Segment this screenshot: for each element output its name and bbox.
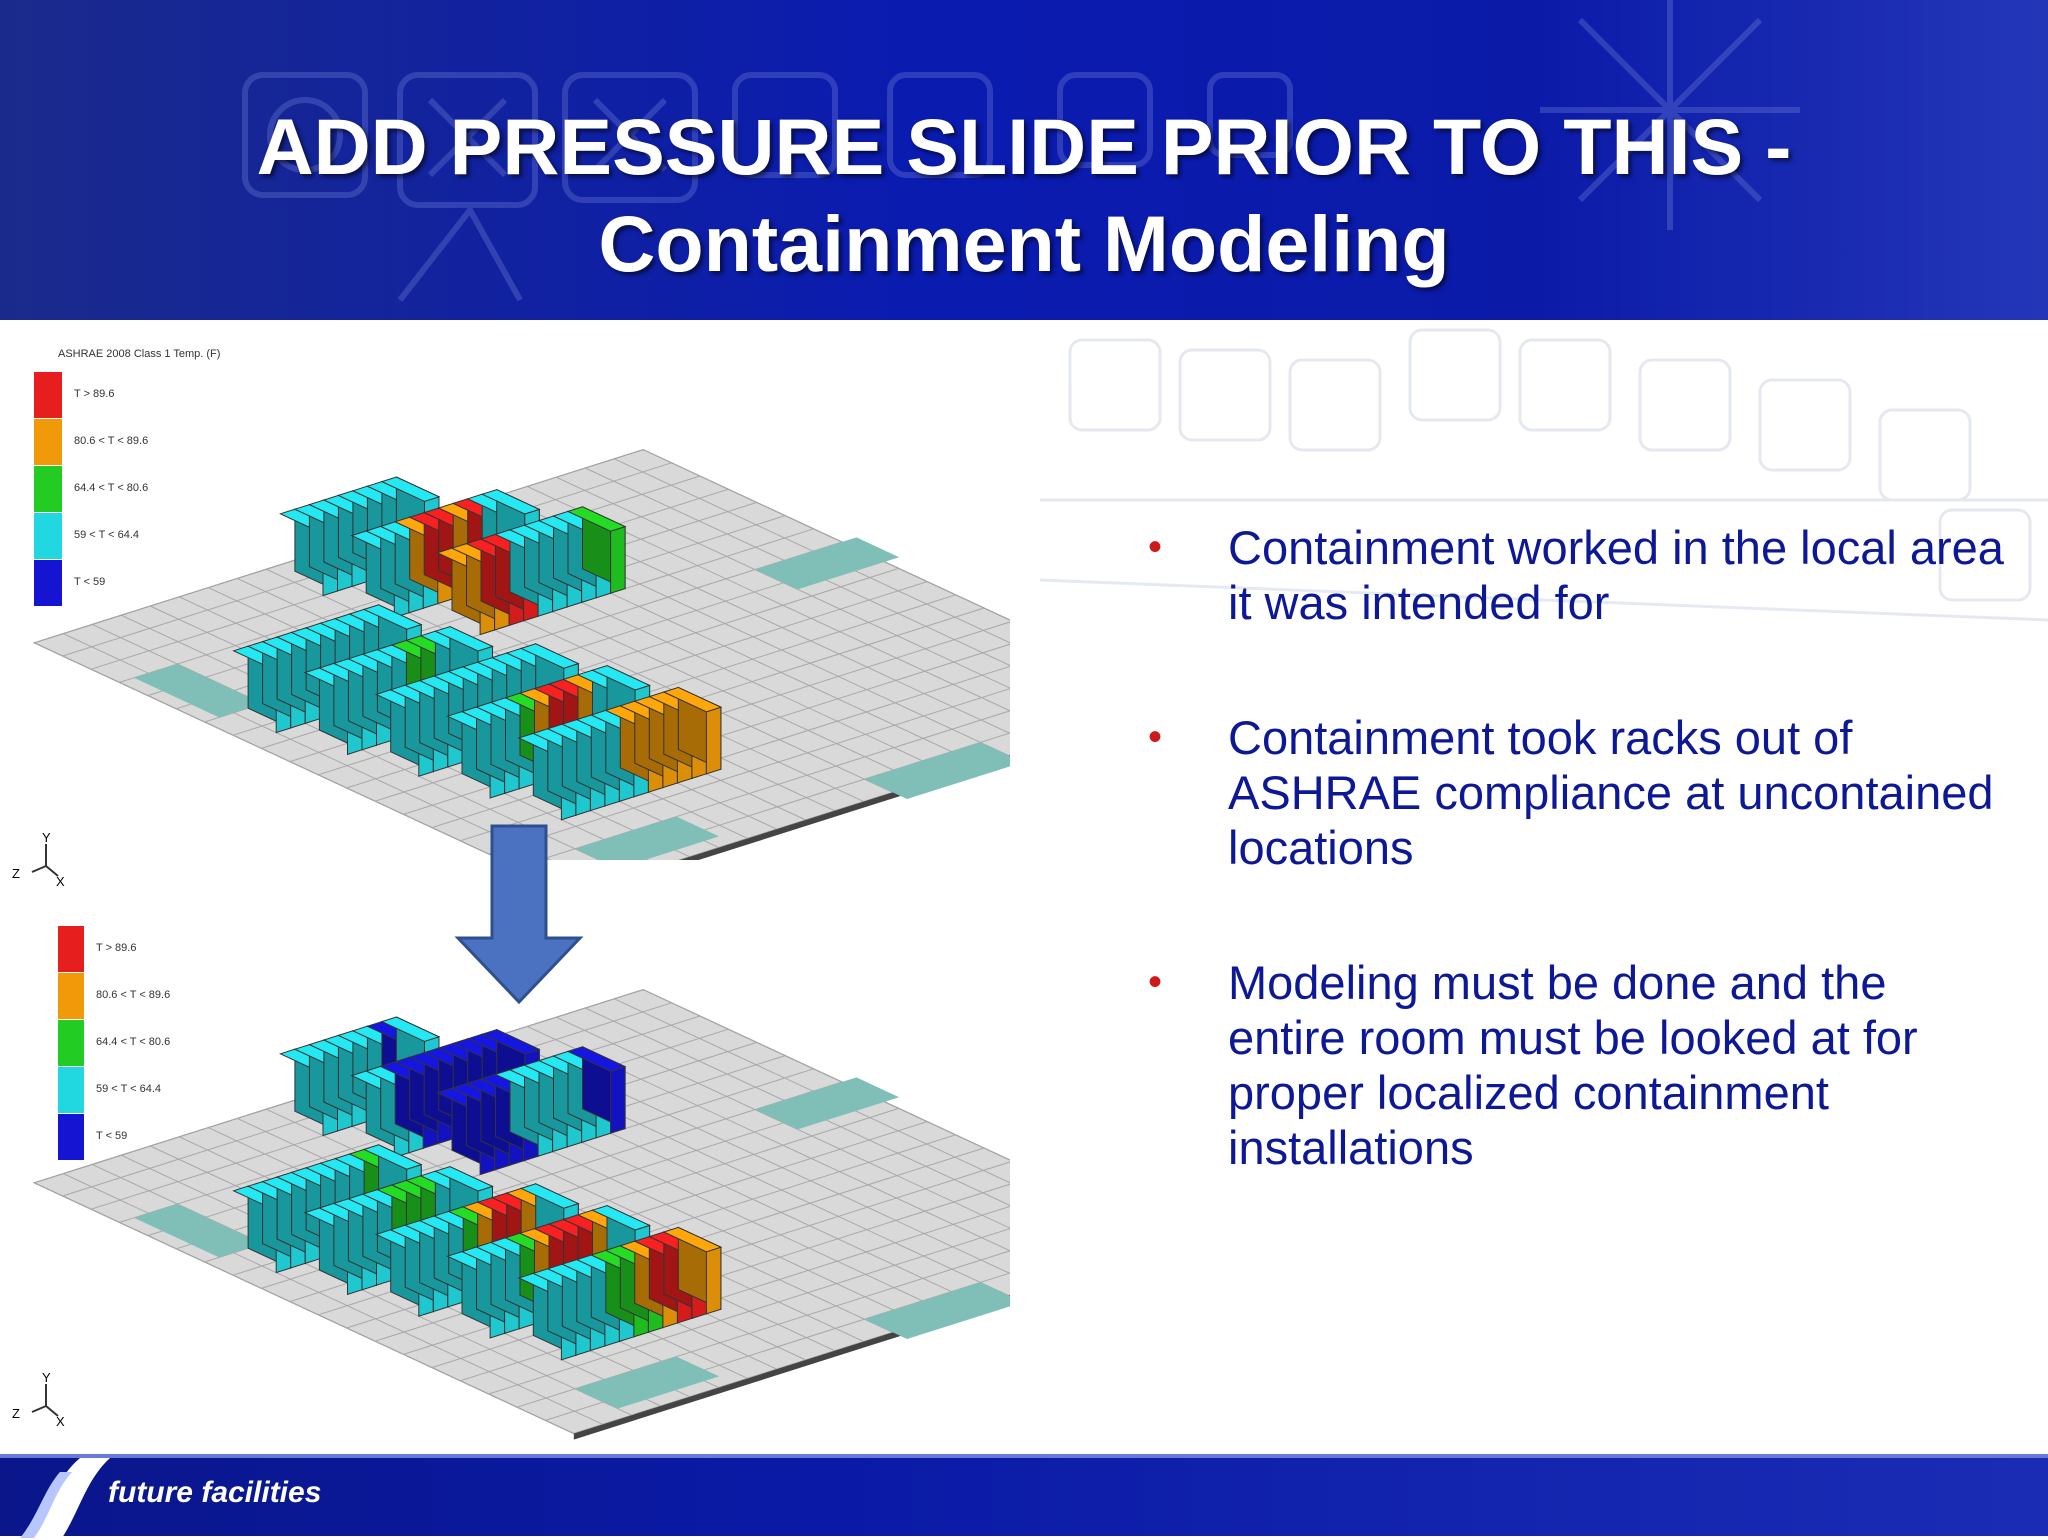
floor-grid-line	[555, 1016, 1010, 1229]
slide-title: ADD PRESSURE SLIDE PRIOR TO THIS - Conta…	[0, 98, 2048, 292]
rack-top	[434, 626, 494, 652]
slide-title-line2: Containment Modeling	[598, 199, 1450, 288]
header-decoration	[242, 0, 1800, 302]
rack-top	[519, 1183, 580, 1209]
legend-label: T < 59	[74, 576, 106, 588]
floor-grid-line	[642, 449, 1010, 621]
rack-top	[566, 1046, 627, 1072]
legend-swatch	[58, 1067, 84, 1113]
future-facilities-logo-icon	[20, 1458, 110, 1538]
floor-grid-line	[613, 998, 1010, 1184]
rack-front	[705, 706, 722, 775]
axis-triad-icon	[31, 1384, 59, 1417]
legend-swatch	[34, 466, 62, 512]
bullet-marker-icon: •	[1148, 715, 1163, 759]
floor-grid-line	[33, 642, 503, 860]
legend-label: 64.4 < T < 80.6	[74, 482, 149, 494]
bullet-text: Containment worked in the local area it …	[1228, 521, 2004, 629]
rack-top	[662, 686, 723, 713]
legend-label: T > 89.6	[74, 388, 115, 400]
floor-grid-line	[584, 467, 1010, 666]
rack-top	[566, 506, 627, 532]
datacenter-3d-view-after	[32, 989, 1010, 1440]
axis-y-label: Y	[42, 830, 51, 845]
floor-grid-line	[642, 989, 1010, 1161]
legend-swatch	[34, 372, 62, 418]
slide-title-line1: ADD PRESSURE SLIDE PRIOR TO THIS -	[256, 102, 1792, 191]
rack-top	[362, 604, 423, 630]
legend-label: T > 89.6	[96, 942, 137, 954]
axis-y-label: Y	[42, 1370, 51, 1385]
legend-label: 59 < T < 64.4	[74, 529, 140, 541]
axis-triad-icon	[31, 844, 59, 877]
legend-swatch	[58, 1020, 84, 1066]
rack-top	[380, 476, 441, 502]
axis-triad: Y Z X	[10, 830, 70, 890]
bottom-simulation-panel: T > 89.6 80.6 < T < 89.6 64.4 < T < 80.6 59…	[0, 900, 1010, 1440]
rack-front	[610, 525, 626, 594]
datacenter-3d-view-before	[32, 449, 1010, 860]
rack-top	[591, 665, 651, 691]
rack-top	[480, 1029, 541, 1055]
rack-top	[480, 489, 541, 515]
floor-grid-line	[33, 1182, 575, 1435]
legend-swatch	[58, 926, 84, 972]
axis-x-label: X	[56, 1414, 65, 1429]
floor-vent	[755, 1077, 900, 1130]
floor-vent	[575, 1356, 720, 1409]
legend-swatch	[34, 419, 62, 465]
legend-swatch	[34, 560, 62, 606]
rack-front	[705, 1246, 722, 1315]
floor-vent	[864, 1282, 1010, 1339]
axis-x-label: X	[56, 874, 65, 889]
axis-z-label: Z	[12, 1406, 20, 1421]
legend-label: 64.4 < T < 80.6	[96, 1036, 171, 1048]
rack-top	[662, 1226, 723, 1253]
bullet-text: Containment took racks out of ASHRAE com…	[1228, 711, 1994, 874]
floor-grid-line	[488, 688, 1010, 855]
floor-vent	[133, 1204, 263, 1258]
rack-top	[362, 1144, 423, 1170]
floor-vent	[133, 664, 263, 718]
legend-swatch	[34, 513, 62, 559]
legend-swatch	[58, 1114, 84, 1160]
legend-swatch	[58, 973, 84, 1019]
axis-triad: Y Z X	[10, 1370, 70, 1430]
bullet-item: • Modeling must be done and the entire r…	[1148, 955, 2008, 1175]
legend-label: 80.6 < T < 89.6	[74, 435, 149, 447]
floor-grid-line	[488, 1228, 1010, 1395]
bullet-text: Modeling must be done and the entire roo…	[1228, 956, 1918, 1174]
legend-label: T < 59	[96, 1130, 128, 1142]
legend-label: 59 < T < 64.4	[96, 1083, 162, 1095]
down-arrow-icon	[454, 824, 584, 1004]
rack-top	[380, 1016, 441, 1042]
footer-brand: future facilities	[108, 1476, 322, 1509]
bullet-marker-icon: •	[1148, 960, 1163, 1004]
legend-label: 80.6 < T < 89.6	[96, 989, 171, 1001]
bullet-list: • Containment worked in the local area i…	[1148, 520, 2008, 1175]
legend-title: ASHRAE 2008 Class 1 Temp. (F)	[58, 348, 221, 360]
bullet-item: • Containment worked in the local area i…	[1148, 520, 2008, 630]
top-simulation-panel: ASHRAE 2008 Class 1 Temp. (F) T > 89.6 80…	[0, 330, 1010, 889]
slide-footer: future facilities	[0, 1454, 2048, 1538]
rack-top	[591, 1205, 651, 1231]
content-background-pattern	[1040, 328, 2048, 622]
floor-vent	[864, 742, 1010, 799]
axis-z-label: Z	[12, 866, 20, 881]
bullet-marker-icon: •	[1148, 525, 1163, 569]
floor-grid-line	[613, 458, 1010, 644]
floor-vent	[755, 537, 900, 590]
slide-header: ADD PRESSURE SLIDE PRIOR TO THIS - Conta…	[0, 0, 2048, 320]
rack-top	[434, 1166, 494, 1192]
bullet-item: • Containment took racks out of ASHRAE c…	[1148, 710, 2008, 875]
floor-vent	[575, 816, 720, 860]
floor-grid-line	[555, 476, 1010, 689]
rack-front	[610, 1065, 626, 1134]
floor-grid-line	[584, 1007, 1010, 1206]
rack-top	[519, 643, 580, 669]
